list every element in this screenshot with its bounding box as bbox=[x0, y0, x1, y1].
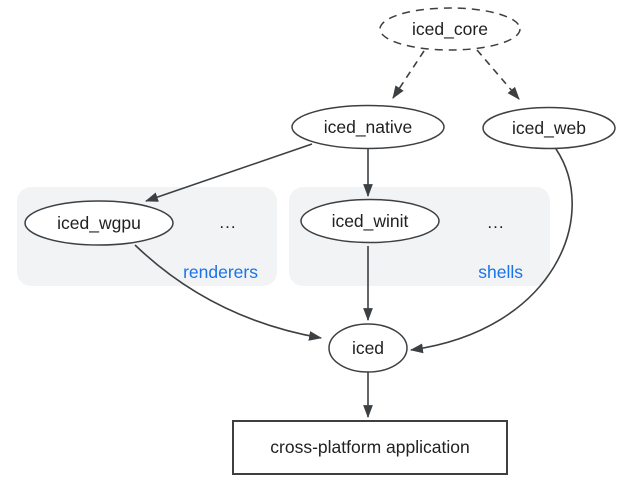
application-rect bbox=[232, 420, 508, 475]
renderers-group-label: renderers bbox=[183, 262, 258, 282]
edge-iced_core-to-iced_native bbox=[392, 50, 425, 99]
iced-web-ellipse bbox=[482, 106, 616, 150]
iced-core-ellipse bbox=[379, 7, 521, 51]
node-iced-winit: iced_winit bbox=[300, 198, 440, 244]
iced-ellipse bbox=[328, 323, 408, 373]
node-iced-web: iced_web bbox=[482, 106, 616, 150]
iced-core-label: iced_core bbox=[412, 19, 488, 40]
edge-iced_core-to-iced_web bbox=[476, 49, 520, 100]
iced-native-ellipse bbox=[291, 104, 445, 150]
iced-winit-ellipse bbox=[300, 198, 440, 244]
iced-winit-label: iced_winit bbox=[332, 211, 409, 232]
node-iced-wgpu: iced_wgpu bbox=[24, 200, 174, 246]
renderers-ellipsis: ... bbox=[219, 213, 236, 232]
iced-wgpu-ellipse bbox=[24, 200, 174, 246]
node-iced-core: iced_core bbox=[379, 7, 521, 51]
iced-native-label: iced_native bbox=[324, 117, 413, 138]
edge-iced_web-to-iced bbox=[409, 148, 573, 354]
node-iced: iced bbox=[328, 323, 408, 373]
edge-iced_wgpu-to-iced bbox=[134, 244, 323, 341]
shells-group-label: shells bbox=[478, 262, 523, 282]
application-label: cross-platform application bbox=[270, 437, 469, 457]
iced-web-label: iced_web bbox=[512, 118, 586, 139]
iced-label: iced bbox=[352, 338, 384, 358]
iced-wgpu-label: iced_wgpu bbox=[57, 213, 141, 234]
node-application: cross-platform application bbox=[232, 420, 508, 475]
shells-ellipsis: ... bbox=[487, 213, 504, 232]
node-iced-native: iced_native bbox=[291, 104, 445, 150]
edge-iced_native-to-iced_wgpu bbox=[144, 143, 313, 202]
